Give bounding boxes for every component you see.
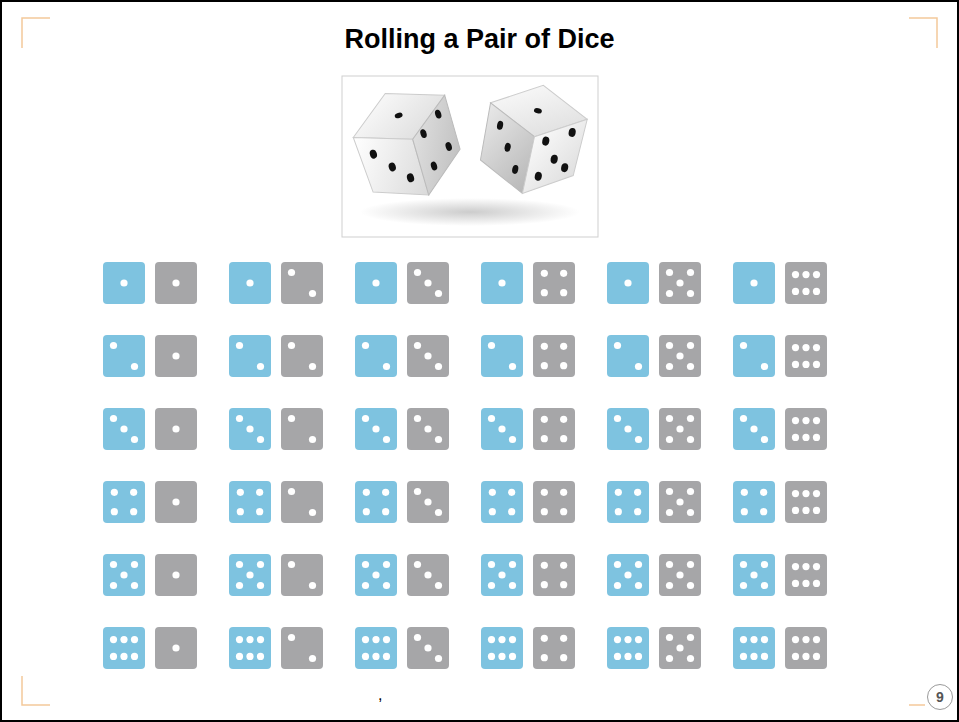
die-face	[355, 627, 397, 669]
die-face	[785, 481, 827, 523]
die-face	[281, 627, 323, 669]
die-face	[607, 627, 649, 669]
dice-grid	[103, 262, 827, 669]
die-face	[533, 262, 575, 304]
die-face	[355, 335, 397, 377]
die-face	[733, 262, 775, 304]
die-face	[155, 335, 197, 377]
die-face	[659, 335, 701, 377]
die-face	[659, 408, 701, 450]
die-face	[481, 335, 523, 377]
die-face	[355, 262, 397, 304]
die-face	[785, 262, 827, 304]
die-face	[355, 481, 397, 523]
die-face	[533, 627, 575, 669]
die-face	[407, 262, 449, 304]
die-face	[281, 481, 323, 523]
die-face	[407, 627, 449, 669]
die-face	[103, 554, 145, 596]
die-face	[785, 554, 827, 596]
corner-brackets	[22, 18, 937, 705]
die-face	[733, 481, 775, 523]
die-face	[733, 627, 775, 669]
die-face	[229, 408, 271, 450]
die-face	[355, 408, 397, 450]
die-face	[733, 408, 775, 450]
die-face	[103, 627, 145, 669]
die-face	[155, 262, 197, 304]
die-face	[533, 554, 575, 596]
die-face	[281, 408, 323, 450]
page-number: 9	[936, 689, 944, 705]
die-face	[607, 335, 649, 377]
die-face	[103, 262, 145, 304]
die-face	[103, 481, 145, 523]
die-face	[533, 408, 575, 450]
die-face	[785, 627, 827, 669]
slide-title: Rolling a Pair of Dice	[0, 24, 959, 55]
die-face	[659, 627, 701, 669]
die-face	[607, 408, 649, 450]
die-face	[229, 335, 271, 377]
stray-mark: ,	[378, 686, 382, 704]
die-face	[155, 408, 197, 450]
die-face	[103, 408, 145, 450]
die-face	[607, 262, 649, 304]
die-face	[785, 335, 827, 377]
die-face	[607, 481, 649, 523]
page-number-badge: 9	[927, 684, 953, 710]
die-face	[155, 627, 197, 669]
die-face	[481, 554, 523, 596]
die-face	[659, 262, 701, 304]
die-face	[281, 262, 323, 304]
die-face	[607, 554, 649, 596]
die-face	[229, 481, 271, 523]
die-face	[733, 554, 775, 596]
dice-photo	[342, 75, 598, 237]
die-face	[229, 262, 271, 304]
die-face	[281, 554, 323, 596]
die-face	[659, 554, 701, 596]
die-face	[155, 554, 197, 596]
die-face	[407, 335, 449, 377]
die-face	[155, 481, 197, 523]
die-face	[533, 335, 575, 377]
die-face	[481, 262, 523, 304]
die-face	[355, 554, 397, 596]
die-face	[659, 481, 701, 523]
die-face	[785, 408, 827, 450]
die-face	[533, 481, 575, 523]
die-face	[481, 408, 523, 450]
die-face	[229, 627, 271, 669]
die-face	[407, 554, 449, 596]
die-face	[229, 554, 271, 596]
die-face	[407, 408, 449, 450]
die-face	[481, 627, 523, 669]
die-face	[281, 335, 323, 377]
die-face	[733, 335, 775, 377]
die-face	[103, 335, 145, 377]
die-face	[407, 481, 449, 523]
die-face	[481, 481, 523, 523]
